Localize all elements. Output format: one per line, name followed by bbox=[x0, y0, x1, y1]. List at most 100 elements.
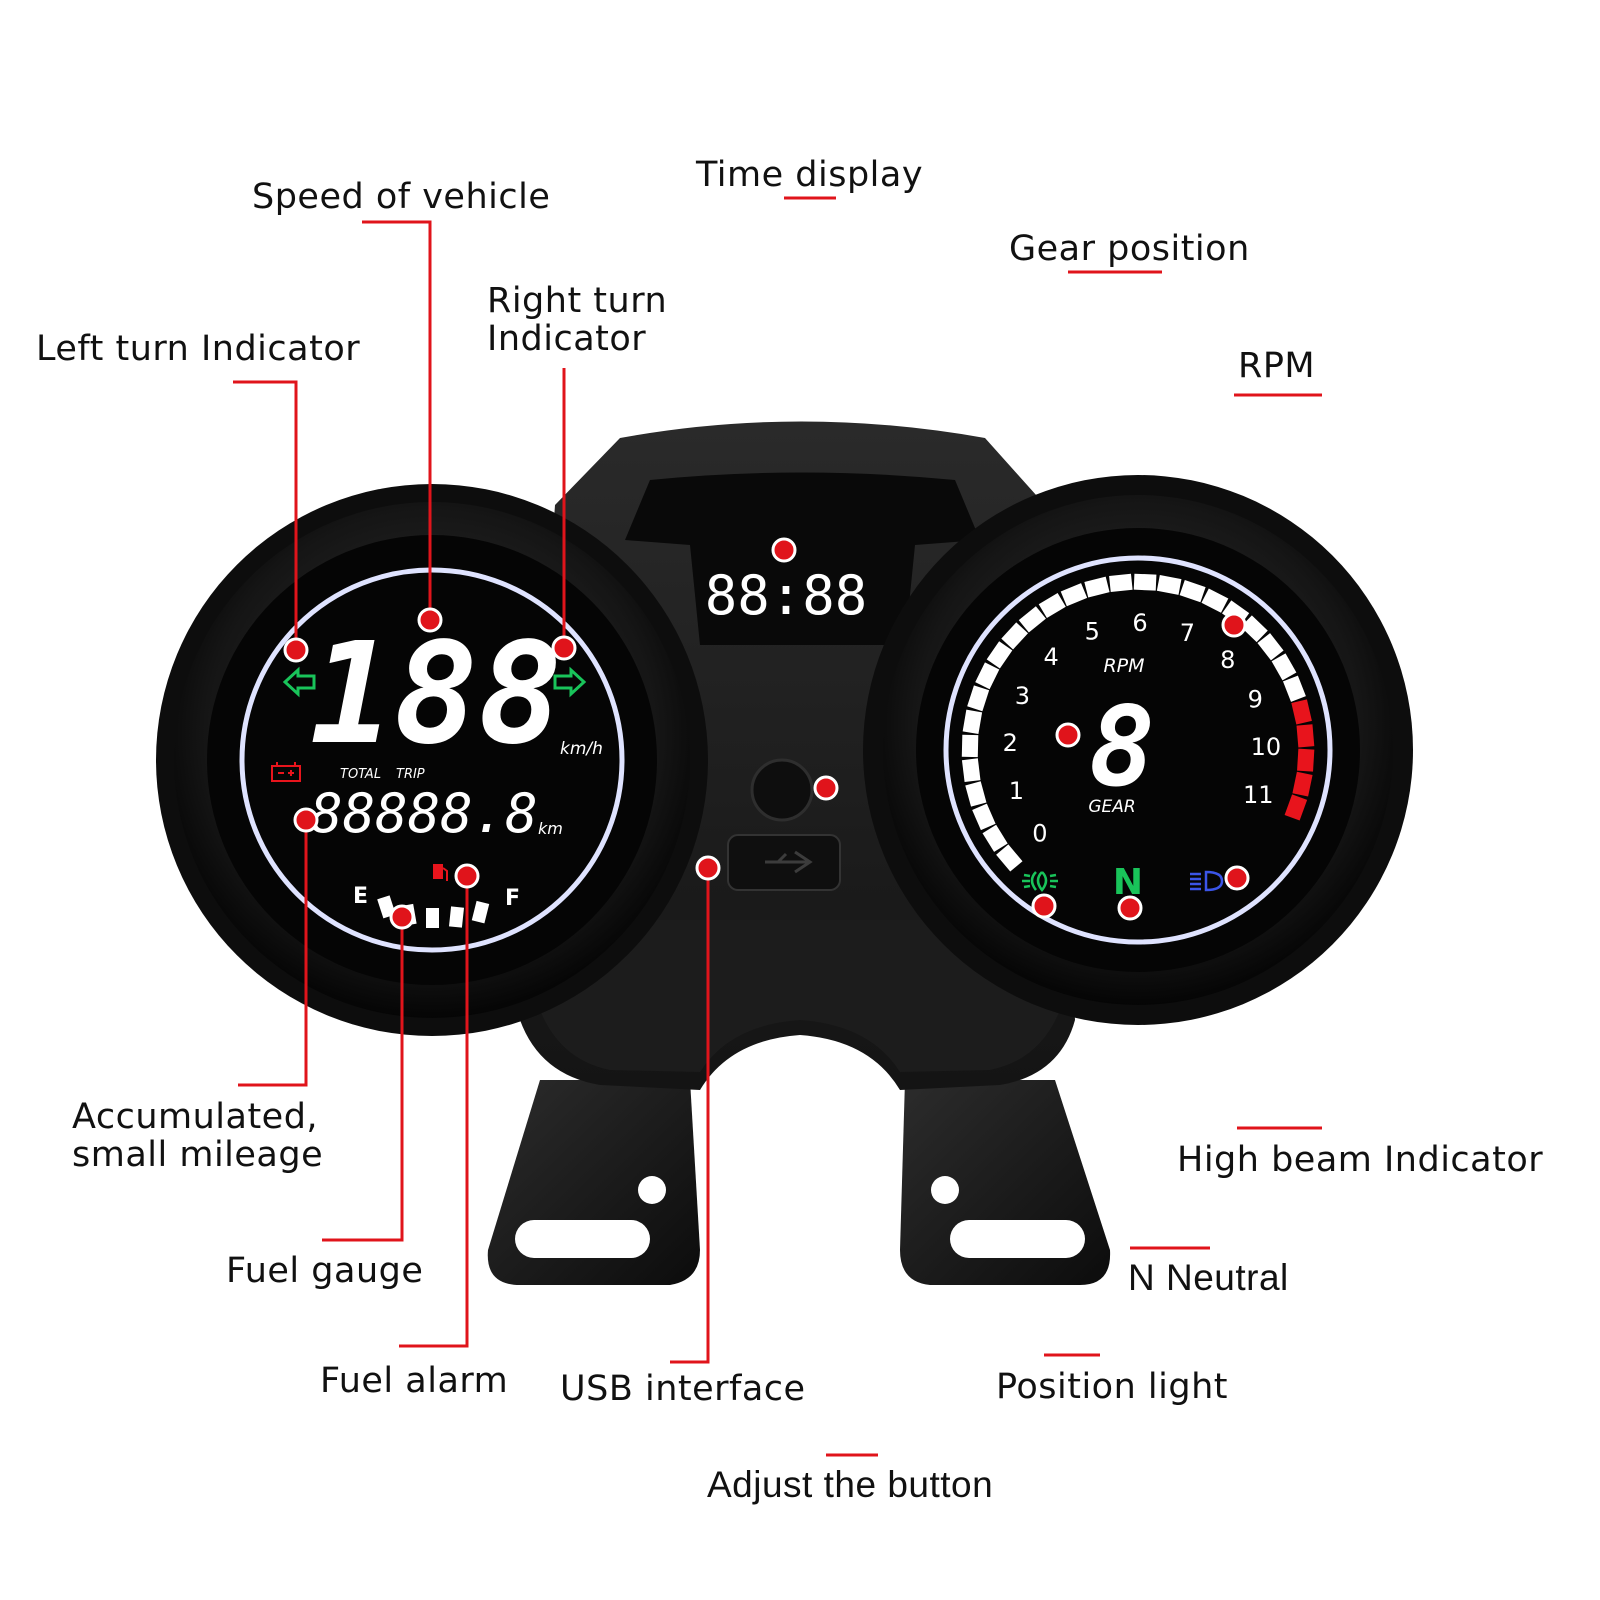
rpm-bar bbox=[1240, 615, 1268, 643]
rpm-bar bbox=[961, 734, 979, 758]
odometer-readout: 88888.8 bbox=[310, 782, 538, 845]
rpm-bar bbox=[1297, 748, 1315, 772]
gear-readout: 8 bbox=[1089, 683, 1155, 811]
callout-dot bbox=[417, 607, 443, 633]
rpm-bar bbox=[1038, 593, 1066, 619]
rpm-bar bbox=[1084, 576, 1110, 598]
fuel-bar bbox=[471, 900, 490, 924]
left-gauge-face bbox=[207, 535, 657, 985]
label-right-turn-line2: Indicator bbox=[487, 319, 646, 359]
rpm-bar bbox=[1133, 573, 1157, 591]
label-position-light: Position light bbox=[996, 1367, 1228, 1407]
rpm-tick-label: 7 bbox=[1180, 619, 1195, 647]
callout-dot bbox=[695, 855, 721, 881]
odometer-unit: km bbox=[538, 819, 563, 838]
callout-dot bbox=[389, 904, 415, 930]
rpm-bar bbox=[967, 685, 990, 712]
usb-icon bbox=[765, 850, 813, 874]
callout-dot bbox=[1221, 612, 1247, 638]
label-adjust: Adjust the button bbox=[707, 1464, 993, 1505]
high-beam-icon bbox=[1190, 870, 1224, 892]
rpm-bar bbox=[1292, 771, 1313, 797]
right-bracket-hole bbox=[931, 1176, 959, 1204]
callout-dot bbox=[813, 775, 839, 801]
rpm-tick-label: 2 bbox=[1003, 729, 1018, 757]
rpm-bar bbox=[1291, 699, 1312, 725]
rpm-tick-label: 3 bbox=[1015, 682, 1030, 710]
adjust-button[interactable] bbox=[750, 758, 814, 822]
total-label: TOTAL bbox=[340, 767, 381, 782]
rpm-bar bbox=[975, 662, 1000, 690]
rpm-bar bbox=[996, 844, 1023, 872]
label-accumulated-line1: Accumulated, bbox=[72, 1097, 318, 1137]
rpm-bar bbox=[1201, 588, 1229, 613]
rpm-bar bbox=[1257, 633, 1284, 661]
rpm-tick-label: 1 bbox=[1009, 777, 1024, 805]
label-gear: Gear position bbox=[1009, 229, 1250, 269]
right-gauge-ring bbox=[943, 555, 1333, 945]
right-bracket-slot bbox=[950, 1220, 1085, 1258]
callout-labels: Left turn Indicator Speed of vehicle Rig… bbox=[36, 155, 1543, 1505]
label-time: Time display bbox=[695, 155, 923, 195]
trip-label: TRIP bbox=[396, 767, 425, 782]
speed-unit: km/h bbox=[560, 739, 603, 759]
rpm-bar bbox=[1018, 606, 1046, 633]
rpm-bar bbox=[1109, 573, 1133, 592]
rpm-bar bbox=[962, 709, 983, 735]
lower-panel bbox=[540, 920, 1060, 1072]
rpm-tick-label: 9 bbox=[1248, 686, 1263, 714]
position-light-icon bbox=[1022, 871, 1058, 893]
callout-dot bbox=[283, 637, 309, 663]
label-speed: Speed of vehicle bbox=[252, 177, 550, 217]
rpm-bar bbox=[1271, 653, 1297, 681]
left-bracket-slot bbox=[515, 1220, 650, 1258]
label-accumulated-line2: small mileage bbox=[72, 1135, 323, 1175]
time-readout: 88:88 bbox=[705, 564, 868, 627]
label-right-turn-line1: Right turn bbox=[487, 281, 667, 321]
callout-dot bbox=[1031, 893, 1057, 919]
time-window bbox=[625, 472, 980, 645]
callout-dot bbox=[551, 635, 577, 661]
label-rpm: RPM bbox=[1238, 346, 1315, 386]
rpm-tick-label: 11 bbox=[1243, 781, 1274, 809]
rpm-bar bbox=[986, 641, 1013, 669]
fuel-pump-icon bbox=[433, 864, 448, 881]
label-high-beam: High beam Indicator bbox=[1177, 1140, 1543, 1180]
speedometer: 188 km/h TOTAL TRIP 88888.8 km E F bbox=[271, 613, 603, 928]
label-left-turn: Left turn Indicator bbox=[36, 329, 360, 369]
label-fuel-gauge: Fuel gauge bbox=[226, 1251, 423, 1291]
callout-dot bbox=[1055, 722, 1081, 748]
rpm-tick-label: 6 bbox=[1132, 609, 1147, 637]
rpm-bar bbox=[982, 824, 1008, 852]
callout-dot bbox=[1224, 865, 1250, 891]
rpm-tick-label: 10 bbox=[1251, 733, 1282, 761]
rpm-bar bbox=[1156, 575, 1182, 595]
callout-dot bbox=[771, 537, 797, 563]
battery-icon bbox=[271, 762, 301, 782]
rpm-tick-label: 8 bbox=[1220, 646, 1235, 674]
fuel-bar bbox=[426, 908, 439, 928]
rpm-bar bbox=[1179, 579, 1206, 603]
left-turn-arrow-icon bbox=[282, 666, 316, 698]
gear-label: GEAR bbox=[1088, 797, 1135, 817]
rpm-bar bbox=[1282, 675, 1306, 702]
rpm-bar bbox=[961, 758, 981, 783]
speed-readout: 188 bbox=[310, 613, 563, 776]
callout-dot bbox=[293, 807, 319, 833]
callout-dots bbox=[283, 537, 1250, 930]
right-turn-arrow-icon bbox=[553, 666, 587, 698]
fuel-bar bbox=[448, 906, 465, 928]
rpm-tick-label: 0 bbox=[1032, 819, 1047, 847]
rpm-bar bbox=[1060, 583, 1088, 607]
rpm-bar bbox=[1296, 724, 1315, 748]
instrument-housing bbox=[156, 421, 1413, 1285]
label-neutral: N Neutral bbox=[1128, 1257, 1289, 1298]
label-usb: USB interface bbox=[560, 1369, 806, 1409]
fuel-full-label: F bbox=[505, 886, 520, 911]
left-bracket-hole bbox=[638, 1176, 666, 1204]
callout-dot bbox=[1117, 895, 1143, 921]
label-fuel-alarm: Fuel alarm bbox=[320, 1361, 508, 1401]
right-gauge-face bbox=[916, 528, 1360, 972]
